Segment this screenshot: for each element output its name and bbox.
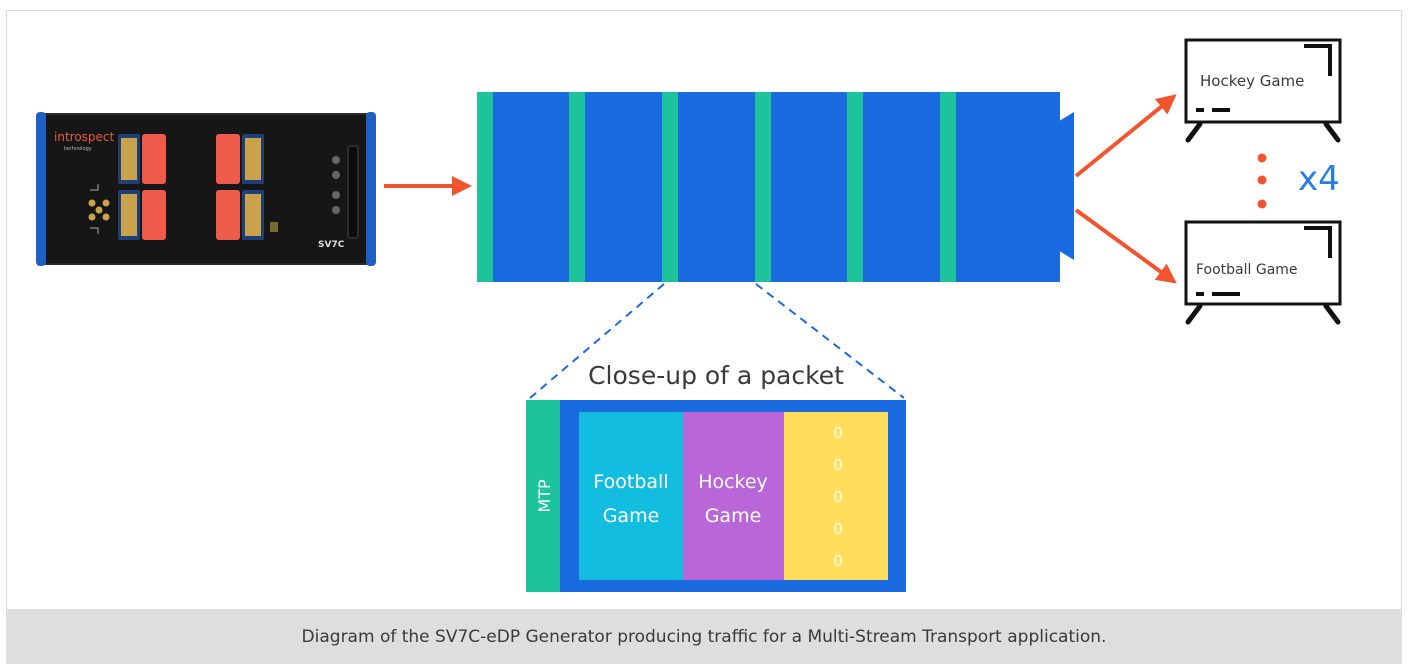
mst-diagram: introspect technology — [36, 38, 1342, 592]
tv-bottom-screen — [1184, 220, 1342, 306]
display-top: Hockey Game — [1184, 38, 1342, 143]
stream-splitter — [1028, 112, 1074, 260]
brand-logo: introspect — [54, 130, 115, 144]
mtp-slot-2 — [569, 92, 585, 282]
right-bumper — [366, 112, 376, 266]
zero-fill-slot — [784, 412, 888, 580]
sv7c-device: introspect technology — [36, 112, 376, 266]
zero-fill-value: 0 — [833, 424, 843, 442]
zero-fill-value: 0 — [833, 456, 843, 474]
brand-sub-logo: technology — [64, 146, 92, 152]
zero-fill-value: 0 — [833, 488, 843, 506]
left-bumper — [36, 112, 46, 266]
mtp-slot-3 — [662, 92, 678, 282]
connector-bank-left — [118, 134, 166, 240]
hockey-slot-line2: Game — [705, 505, 762, 527]
model-label: SV7C — [318, 240, 345, 250]
hockey-slot — [683, 412, 784, 580]
closeup-title: Close-up of a packet — [588, 361, 844, 390]
display-top-label: Hockey Game — [1200, 72, 1304, 90]
figure-caption-bar: Diagram of the SV7C-eDP Generator produc… — [6, 609, 1402, 664]
tv-icon-corner — [1304, 44, 1332, 76]
football-slot-line2: Game — [603, 505, 660, 527]
mtp-header — [526, 400, 562, 592]
zero-fill-value: 0 — [833, 552, 843, 570]
mtp-slot-4 — [755, 92, 771, 282]
mtp-slot-6 — [940, 92, 956, 282]
football-slot — [579, 412, 683, 580]
packet-closeup: Close-up of a packet MTP Football Game H… — [526, 283, 906, 592]
sma-ports — [88, 184, 110, 234]
display-multiplier: x4 — [1257, 153, 1340, 209]
connector-bank-right — [216, 134, 264, 240]
mtp-label: MTP — [535, 479, 554, 513]
arrow-to-bottom-display — [1074, 208, 1177, 284]
display-bottom: Football Game — [1184, 220, 1342, 325]
football-slot-line1: Football — [593, 471, 668, 493]
zoom-line-left — [529, 283, 665, 399]
display-bottom-label: Football Game — [1196, 262, 1298, 278]
multiplier-label: x4 — [1298, 159, 1340, 199]
zero-fill-value: 0 — [833, 520, 843, 538]
figure-caption: Diagram of the SV7C-eDP Generator produc… — [301, 626, 1107, 647]
mtp-slot-1 — [477, 92, 493, 282]
side-ports — [270, 145, 359, 239]
tv-top-legs — [1185, 121, 1341, 143]
arrow-to-top-display — [1074, 94, 1177, 178]
mtp-slot-5 — [847, 92, 863, 282]
tv-bottom-legs — [1185, 303, 1341, 325]
mst-stream — [477, 92, 1074, 282]
tv-top-screen — [1184, 38, 1342, 124]
zoom-line-right — [755, 283, 905, 399]
hockey-slot-line1: Hockey — [698, 471, 768, 493]
